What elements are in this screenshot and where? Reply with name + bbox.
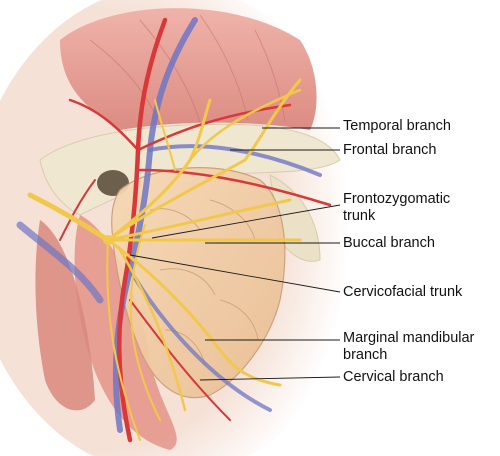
label-frontal-branch: Frontal branch xyxy=(343,142,437,158)
label-marginal-mandibular-branch: Marginal mandibular branch xyxy=(343,330,474,364)
leader-cervical xyxy=(199,376,341,381)
temporalis-muscle xyxy=(60,8,317,130)
leader-frontozygomatic xyxy=(151,204,341,239)
leader-cervicofacial xyxy=(129,254,341,293)
nerve-bifurcation xyxy=(103,235,113,245)
label-buccal-branch: Buccal branch xyxy=(343,235,435,251)
label-cervical-branch: Cervical branch xyxy=(343,369,444,385)
label-frontozygomatic-line1: Frontozygomatic xyxy=(343,191,451,207)
masseter-muscle xyxy=(35,215,177,450)
label-marginal-line1: Marginal mandibular xyxy=(343,330,475,346)
label-temporal-branch: Temporal branch xyxy=(343,118,451,134)
leader-lines xyxy=(129,127,341,381)
label-cervicofacial-trunk: Cervicofacial trunk xyxy=(343,284,463,300)
label-frontozygomatic-line2: trunk xyxy=(343,208,376,224)
label-frontozygomatic-trunk: Frontozygomatic trunk xyxy=(343,191,450,225)
facial-nerve xyxy=(27,78,302,441)
label-marginal-line2: branch xyxy=(343,347,388,363)
